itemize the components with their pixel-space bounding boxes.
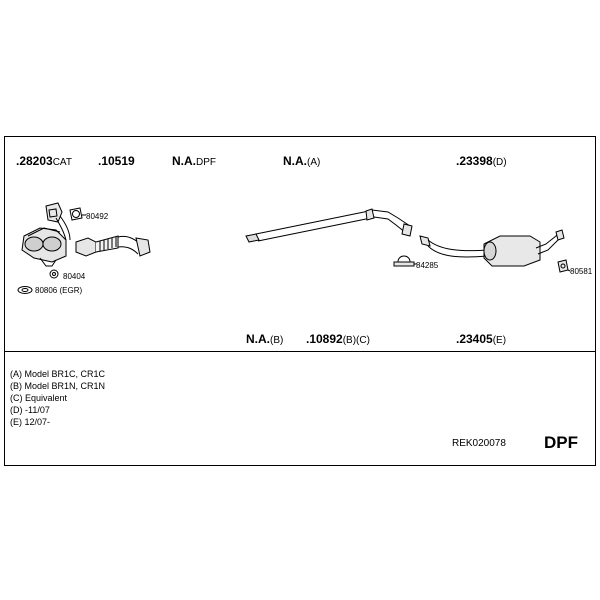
diagram-frame (4, 136, 596, 466)
rear-silencer-illustration (419, 229, 565, 267)
note-a: (A) Model BR1C, CR1C (10, 369, 106, 379)
accessory-label-80806: 80806 (EGR) (35, 286, 83, 295)
part-label-na-b: N.A.(B) (246, 332, 284, 346)
gasket-80492-illustration (69, 207, 86, 221)
accessory-label-80404: 80404 (63, 272, 86, 281)
note-d: (D) -11/07 (10, 405, 50, 415)
part-label-10519: .10519 (98, 154, 135, 168)
part-label-10892: .10892(B)(C) (306, 332, 370, 346)
front-pipe-illustration (75, 235, 151, 257)
dpf-badge: DPF (544, 433, 578, 452)
part-label-na-a: N.A.(A) (283, 154, 321, 168)
intermediate-pipe-illustration (245, 208, 413, 243)
note-e: (E) 12/07- (10, 417, 51, 427)
gasket-80806-illustration (17, 286, 33, 294)
catalytic-converter-illustration (21, 202, 71, 267)
part-label-28203: .28203CAT (16, 154, 72, 168)
section-divider (4, 351, 596, 352)
accessory-label-84285: 84285 (416, 261, 439, 270)
note-c: (C) Equivalent (10, 393, 68, 403)
clamp-84285-illustration (393, 255, 417, 267)
clamp-80404-illustration (49, 269, 59, 279)
part-label-23398: .23398(D) (456, 154, 507, 168)
part-label-23405: .23405(E) (456, 332, 507, 346)
reference-number: REK020078 (452, 438, 506, 449)
part-label-na-dpf: N.A.DPF (172, 154, 216, 168)
note-b: (B) Model BR1N, CR1N (10, 381, 106, 391)
rubber-mount-80581-illustration (557, 259, 571, 273)
accessory-label-80492: 80492 (86, 212, 109, 221)
accessory-label-80581: 80581 (570, 267, 593, 276)
